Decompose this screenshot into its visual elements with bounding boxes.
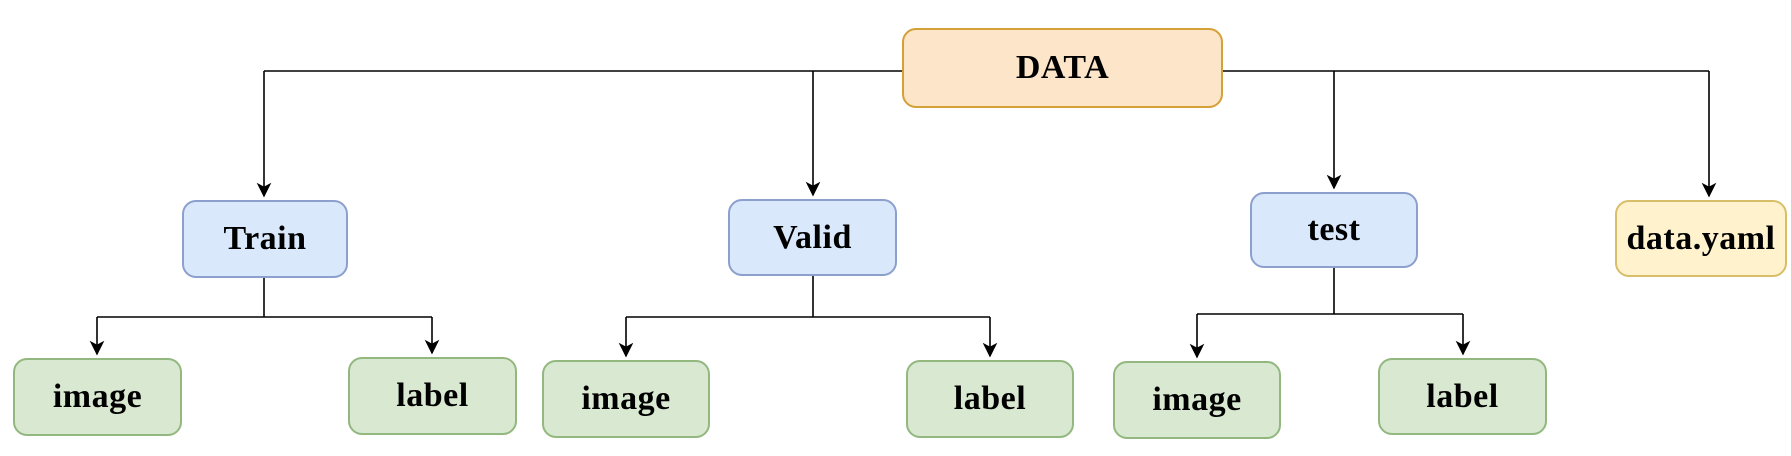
node-valid-label-folder-label: label [953,380,1027,417]
node-data-yaml: data.yaml [1615,200,1787,277]
node-valid: Valid [728,199,897,276]
node-data: DATA [902,28,1223,108]
node-train-label-folder: label [348,357,517,435]
node-train-image-label: image [52,378,143,415]
node-test: test [1250,192,1418,268]
node-test-label: test [1307,211,1361,248]
node-test-image: image [1113,361,1281,439]
node-train-image: image [13,358,182,436]
node-data-label: DATA [1015,49,1110,86]
node-test-label-folder: label [1378,358,1547,435]
node-train-label-folder-label: label [396,377,469,414]
node-train-label: Train [223,220,307,257]
node-train: Train [182,200,348,278]
node-data-yaml-label: data.yaml [1626,219,1776,257]
node-valid-label-folder: label [906,360,1074,438]
node-valid-label: Valid [773,218,852,256]
node-test-label-folder-label: label [1426,377,1499,415]
node-test-image-label: image [1152,381,1242,418]
node-valid-image: image [542,360,710,438]
node-valid-image-label: image [581,380,671,417]
